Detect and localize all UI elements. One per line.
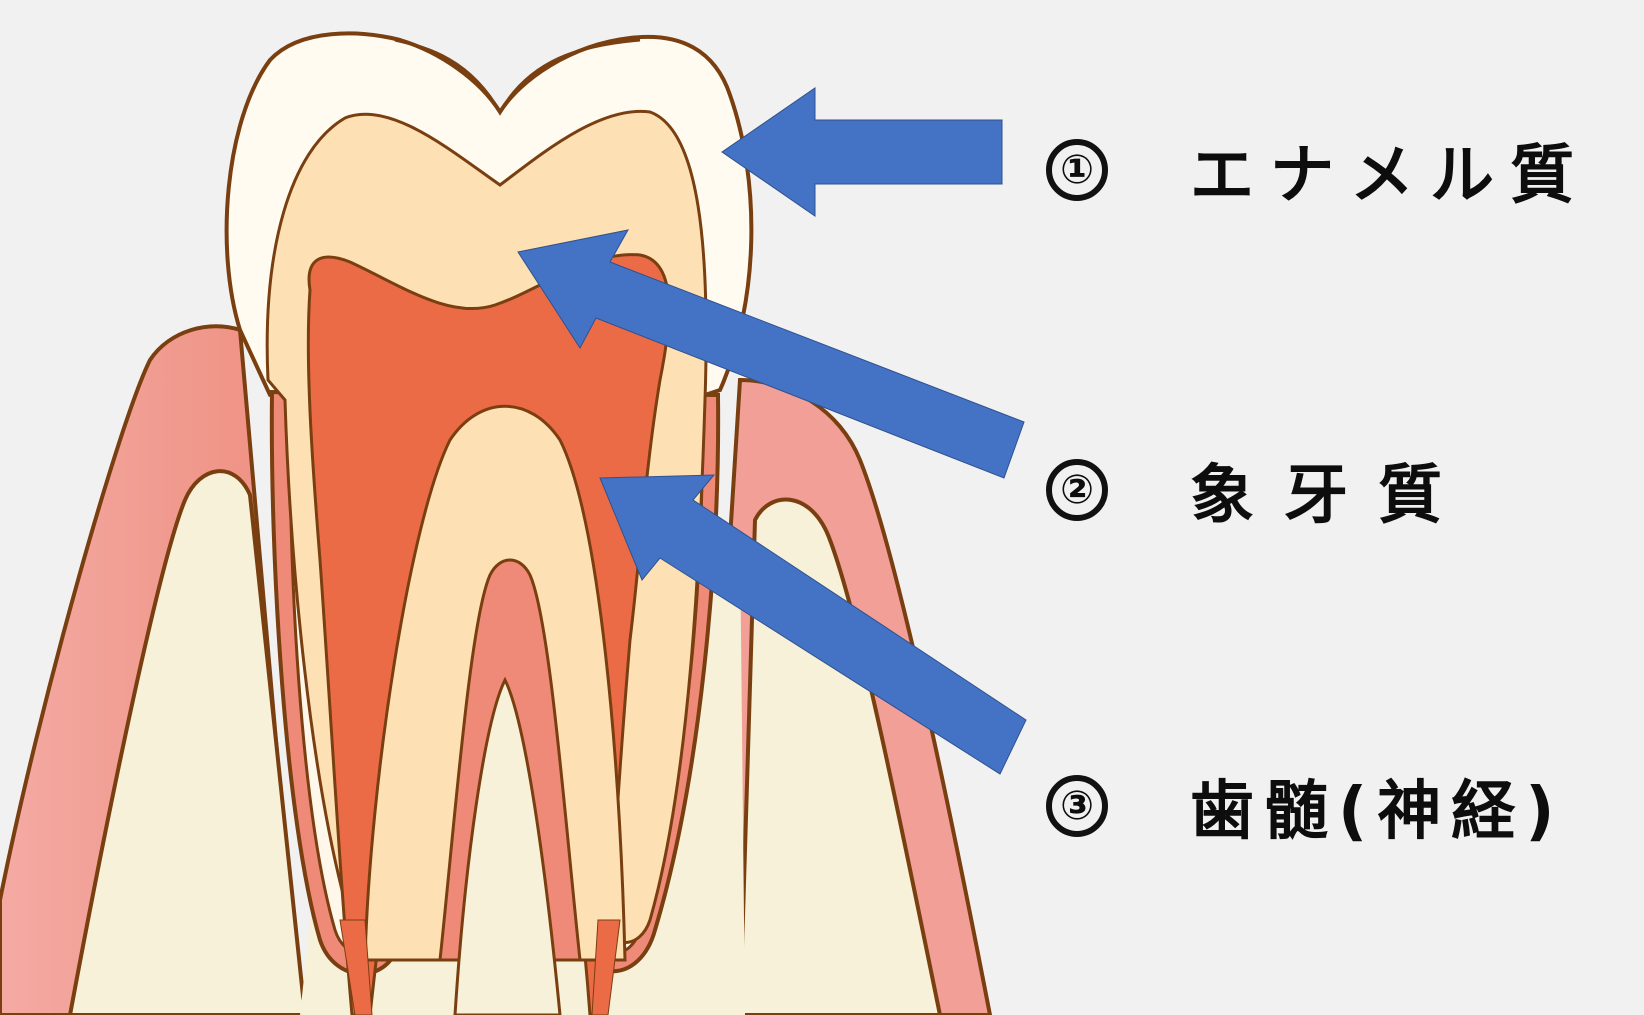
number-badge-2: ② bbox=[1046, 459, 1108, 521]
arrow-dentin bbox=[517, 229, 1025, 479]
arrow-pulp bbox=[599, 474, 1027, 775]
label-enamel: ① エナメル質 bbox=[1046, 124, 1590, 216]
label-dentin: ② 象牙質 bbox=[1046, 444, 1472, 536]
root-canal-left bbox=[339, 919, 373, 1015]
label-dentin-text: 象牙質 bbox=[1190, 459, 1472, 533]
label-pulp-text: 歯髄(神経) bbox=[1190, 775, 1565, 849]
gum-left bbox=[0, 324, 308, 1015]
number-badge-1: ① bbox=[1046, 139, 1108, 201]
bone-left bbox=[67, 469, 308, 1015]
number-badge-3: ③ bbox=[1046, 775, 1108, 837]
label-pulp: ③ 歯髄(神経) bbox=[1046, 760, 1565, 852]
root-canal-right bbox=[591, 919, 621, 1015]
label-enamel-text: エナメル質 bbox=[1190, 139, 1590, 213]
arrow-enamel bbox=[721, 87, 1003, 217]
